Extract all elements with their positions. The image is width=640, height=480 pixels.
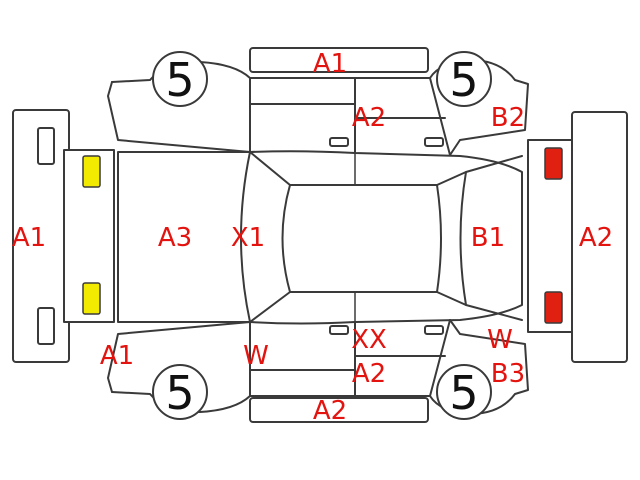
front-fascia xyxy=(63,149,115,323)
upper-rocker-panel xyxy=(249,47,429,73)
front-door-handle-top xyxy=(329,137,349,147)
mark-bottom-rear-quarter-2: B3 xyxy=(491,359,525,389)
upper-side-view xyxy=(107,47,529,156)
mark-bottom-body: A2 xyxy=(313,396,347,426)
right-tail-lamp xyxy=(544,291,563,324)
mark-top-rear-door: A2 xyxy=(352,103,386,133)
tire-rear-right: 5 xyxy=(436,364,492,420)
tire-rear-left-label: 5 xyxy=(449,53,478,107)
rear-door-handle-top xyxy=(424,137,444,147)
rear-bumper xyxy=(571,111,628,363)
mark-bottom-rear-door-2: A2 xyxy=(352,359,386,389)
mark-top-rear-quarter: B2 xyxy=(491,103,525,133)
rear-door-handle-bottom xyxy=(424,325,444,335)
mark-left-bumper: A1 xyxy=(12,223,46,253)
tire-rear-right-label: 5 xyxy=(449,366,478,420)
rear-fascia xyxy=(527,139,573,333)
right-headlight xyxy=(82,282,101,315)
mark-roof-rear: B1 xyxy=(471,223,505,253)
tire-front-right-label: 5 xyxy=(165,366,194,420)
tire-front-left: 5 xyxy=(152,51,208,107)
left-headlight xyxy=(82,155,101,188)
mark-bottom-rear-quarter-1: W xyxy=(487,325,513,355)
mark-top-body: A1 xyxy=(313,49,347,79)
mark-rear-bumper: A2 xyxy=(579,223,613,253)
mark-front-pillar: X1 xyxy=(231,223,265,253)
mark-hood: A3 xyxy=(158,223,192,253)
front-bumper-vent-top xyxy=(37,127,55,165)
mark-bottom-rear-door-1: XX xyxy=(351,325,387,355)
front-bumper-vent-bottom xyxy=(37,307,55,345)
left-tail-lamp xyxy=(544,147,563,180)
tire-front-right: 5 xyxy=(152,364,208,420)
tire-rear-left: 5 xyxy=(436,51,492,107)
tire-front-left-label: 5 xyxy=(165,53,194,107)
mark-bottom-front-fender: A1 xyxy=(100,341,134,371)
top-view-body xyxy=(117,150,523,325)
front-door-handle-bottom xyxy=(329,325,349,335)
mark-bottom-front-door: W xyxy=(243,341,269,371)
lower-rocker-panel xyxy=(249,397,429,423)
